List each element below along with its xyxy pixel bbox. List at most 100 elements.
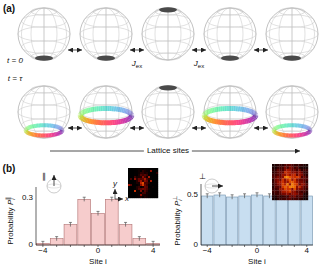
image-pixel: [298, 181, 301, 184]
image-pixel: [156, 192, 158, 194]
longitude-line: [31, 86, 57, 138]
image-pixel: [289, 183, 292, 186]
spin-band: [253, 112, 258, 118]
image-pixel: [146, 192, 148, 194]
axis-title-group: Site i: [248, 258, 266, 266]
basis-symbol: ∥: [42, 172, 46, 181]
spin-band: [58, 131, 63, 135]
probability-bar: [301, 196, 312, 245]
image-pixel: [289, 190, 292, 193]
image-pixel: [298, 169, 301, 172]
image-pixel: [128, 172, 130, 174]
image-pixel: [130, 180, 132, 182]
image-pixel: [279, 181, 282, 184]
image-pixel: [150, 178, 152, 180]
image-pixel: [291, 169, 294, 172]
axis-title: Probability: [6, 207, 15, 244]
error-bar: [98, 211, 99, 215]
inset-axis-label: y: [113, 179, 117, 188]
image-pixel: [140, 190, 142, 192]
image-pixel: [130, 192, 132, 194]
image-pixel: [144, 186, 146, 188]
image-pixel: [301, 166, 304, 169]
spin-band: [276, 131, 277, 135]
image-pixel: [289, 176, 292, 179]
image-pixel: [148, 184, 150, 186]
spin-band: [58, 126, 63, 130]
exchange-arrow: [254, 50, 268, 51]
spin-band: [24, 128, 28, 133]
spin-band: [308, 129, 312, 134]
spin-band: [202, 114, 207, 120]
image-pixel: [277, 190, 280, 193]
image-pixel: [286, 193, 289, 196]
tick-label-group: 0.3: [22, 194, 33, 202]
image-pixel: [150, 172, 152, 174]
image-pixel: [279, 188, 282, 191]
image-pixel: [134, 192, 136, 194]
error-cap: [152, 241, 155, 242]
image-pixel: [132, 180, 134, 182]
spin-band: [272, 129, 276, 134]
image-pixel: [291, 166, 294, 169]
image-pixel: [301, 188, 304, 191]
axis-label-group: Lattice sites: [144, 146, 192, 156]
image-pixel: [274, 190, 277, 193]
image-pixel: [289, 181, 292, 184]
error-bar: [153, 241, 154, 245]
spin-cap: [221, 56, 239, 61]
image-pixel: [146, 178, 148, 180]
error-bar: [84, 197, 85, 201]
image-pixel: [289, 171, 292, 174]
image-pixel: [296, 178, 299, 181]
image-pixel: [277, 171, 280, 174]
longitude-line: [145, 8, 190, 60]
image-pixel: [301, 193, 304, 196]
spin-band: [59, 127, 64, 132]
image-pixel: [289, 198, 292, 201]
image-pixel: [148, 174, 150, 176]
image-pixel: [294, 195, 297, 198]
longitude-line: [43, 86, 44, 138]
image-pixel: [152, 182, 154, 184]
image-pixel: [286, 178, 289, 181]
image-pixel: [284, 186, 287, 189]
spin-band: [78, 114, 84, 120]
image-pixel: [152, 180, 154, 182]
tick-label: 0: [194, 240, 198, 249]
image-pixel: [272, 178, 275, 181]
image-pixel: [134, 194, 136, 196]
image-pixel: [303, 178, 306, 181]
spin-band: [78, 114, 83, 120]
image-pixel: [291, 186, 294, 189]
image-pixel: [289, 164, 292, 167]
image-pixel: [156, 188, 158, 190]
image-pixel: [303, 176, 306, 179]
image-pixel: [296, 181, 299, 184]
panel-label-group: (a): [3, 4, 15, 14]
image-pixel: [154, 182, 156, 184]
spin-band: [308, 127, 312, 132]
bloch-sphere: [80, 86, 132, 138]
image-pixel: [138, 168, 140, 170]
image-pixel: [303, 195, 306, 198]
image-pixel: [291, 164, 294, 167]
image-pixel: [291, 181, 294, 184]
image-pixel: [289, 174, 292, 177]
image-pixel: [150, 176, 152, 178]
image-pixel: [272, 176, 275, 179]
image-pixel: [148, 190, 150, 192]
image-pixel: [286, 186, 289, 189]
error-cap: [256, 192, 259, 193]
axis-title: P: [6, 200, 15, 205]
basis-symbol: ⊥: [199, 172, 206, 181]
image-pixel: [282, 193, 285, 196]
spin-band: [307, 126, 312, 131]
image-pixel: [274, 181, 277, 184]
tick-label: 0: [96, 246, 100, 255]
tick-label-group: −4: [203, 247, 212, 255]
image-pixel: [279, 164, 282, 167]
image-pixel: [294, 183, 297, 186]
image-pixel: [294, 178, 297, 181]
image-pixel: [140, 196, 142, 198]
